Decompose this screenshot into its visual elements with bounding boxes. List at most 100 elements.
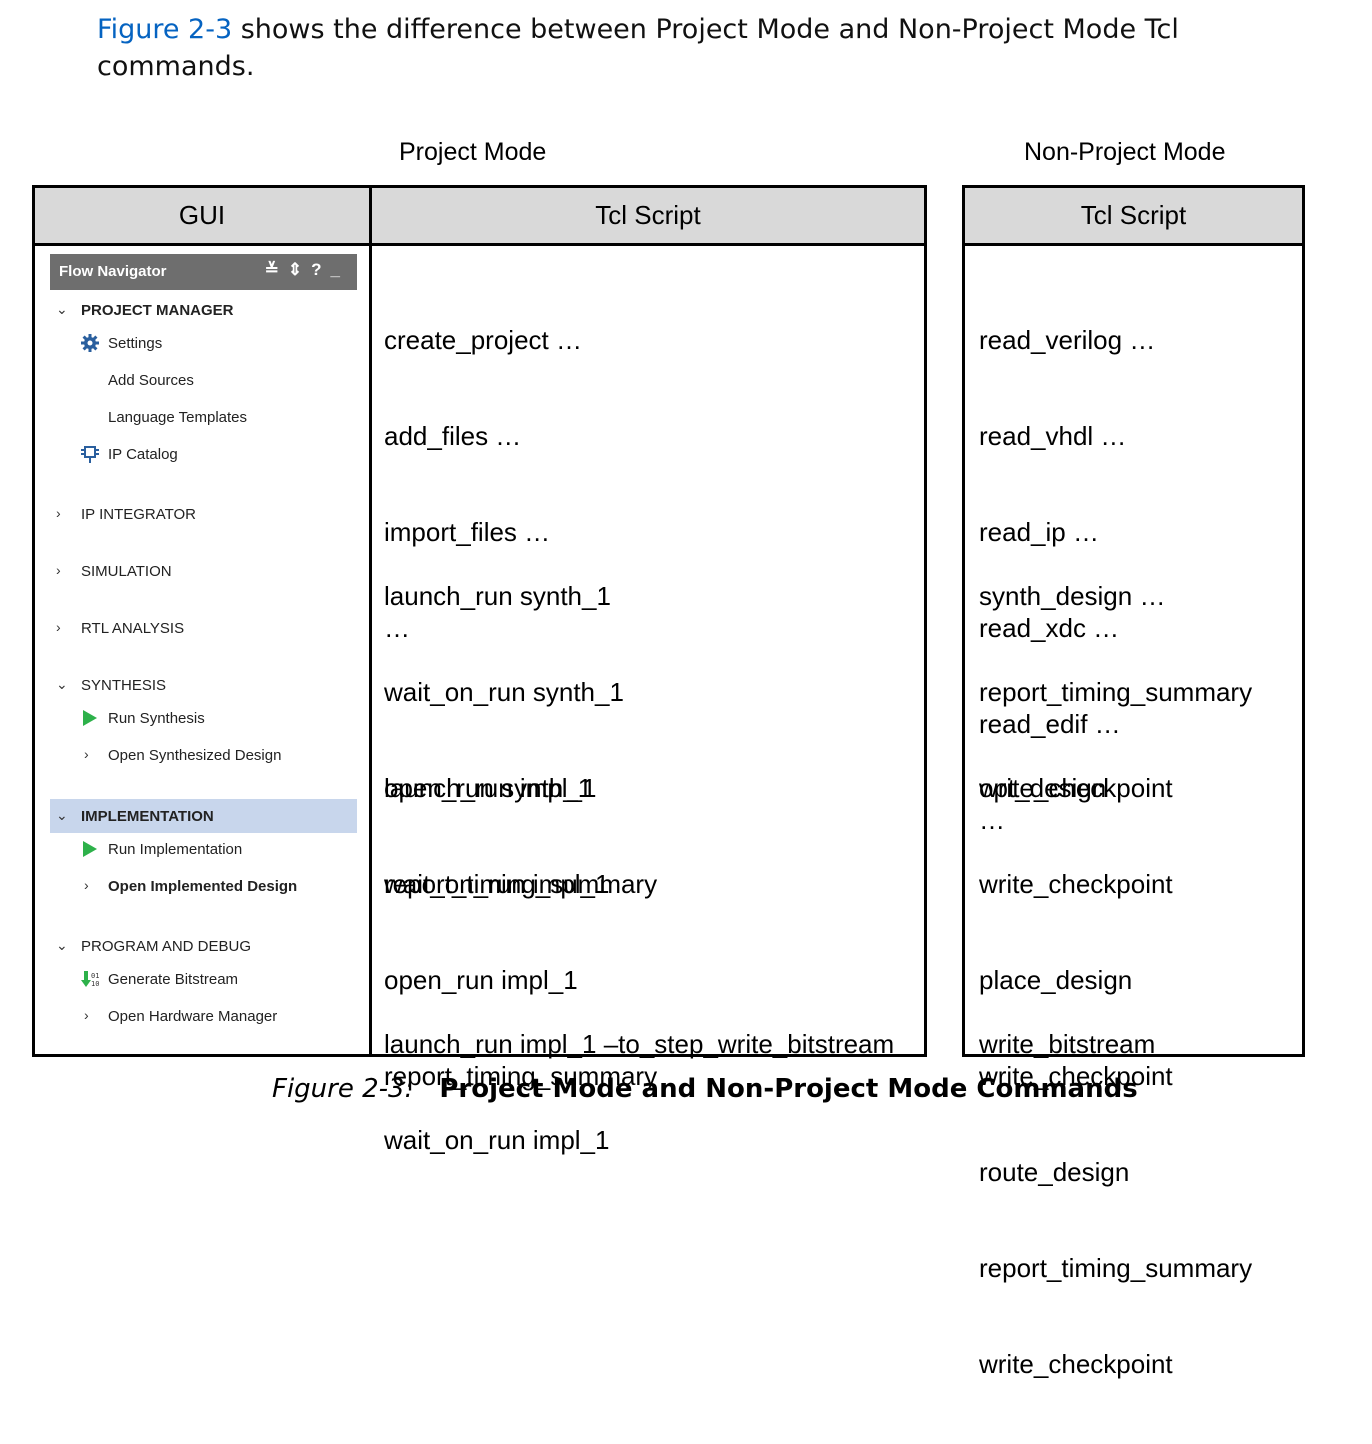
play-icon [83, 710, 97, 726]
nav-item-open-hardware-manager[interactable]: › Open Hardware Manager [50, 999, 357, 1033]
chevron-down-icon: ⌄ [56, 937, 68, 953]
np-tcl-script-header: Tcl Script [965, 188, 1302, 246]
project-tcl-group-3: launch_run impl_1 wait_on_run impl_1 ope… [384, 708, 657, 1156]
intro-text-2: commands. [97, 51, 255, 82]
flow-navigator-titlebar: Flow Navigator ≚⇕?_ [50, 254, 357, 290]
chevron-right-icon: › [56, 562, 61, 578]
tcl-line: add_files … [384, 421, 522, 451]
gui-header: GUI [35, 188, 369, 246]
titlebar-icons: ≚⇕?_ [265, 260, 349, 280]
tcl-line: import_files … [384, 517, 551, 547]
chevron-right-icon: › [56, 505, 61, 521]
chevron-down-icon: ⌄ [56, 301, 68, 317]
section-label: PROGRAM AND DEBUG [81, 938, 252, 955]
nav-item-add-sources[interactable]: Add Sources [50, 363, 357, 397]
nav-item-label: Open Implemented Design [108, 878, 298, 895]
tcl-line: launch_run synth_1 [384, 581, 611, 611]
tcl-line: launch_run impl_1 [384, 773, 597, 803]
project-mode-heading: Project Mode [399, 138, 547, 166]
tcl-line: wait_on_run impl_1 [384, 1125, 610, 1155]
nav-item-label: Add Sources [108, 372, 194, 389]
caption-text: Project Mode and Non-Project Mode Comman… [439, 1074, 1138, 1104]
section-label: IMPLEMENTATION [81, 808, 214, 825]
project-mode-table: GUI Tcl Script Flow Navigator ≚⇕?_ ⌄ PRO… [32, 185, 927, 1155]
chevron-right-icon: › [84, 877, 89, 893]
tcl-line: write_checkpoint [979, 773, 1173, 803]
tcl-line: synth_design … [979, 581, 1166, 611]
tcl-line: write_checkpoint [979, 1061, 1173, 1091]
section-label: SIMULATION [81, 563, 172, 580]
expand-icon[interactable]: ⇕ [287, 260, 312, 279]
tcl-line: report_timing_summary [384, 869, 658, 899]
tcl-line: read_vhdl … [979, 421, 1127, 451]
help-icon[interactable]: ? [311, 260, 331, 279]
collapse-all-icon[interactable]: ≚ [264, 260, 288, 279]
tcl-line: read_xdc … [979, 613, 1120, 643]
non-project-mode-heading: Non-Project Mode [1024, 138, 1226, 166]
nav-item-open-synthesized-design[interactable]: › Open Synthesized Design [50, 738, 357, 772]
nav-item-label: Generate Bitstream [108, 971, 239, 988]
chevron-right-icon: › [56, 619, 61, 635]
column-divider [369, 188, 372, 1054]
section-project-manager[interactable]: ⌄ PROJECT MANAGER [50, 293, 357, 327]
nav-item-label: Run Synthesis [108, 710, 205, 727]
tcl-line: read_edif … [979, 709, 1121, 739]
tcl-line: create_project … [384, 325, 582, 355]
np-tcl-group-1: read_verilog … read_vhdl … read_ip … rea… [979, 260, 1155, 900]
np-tcl-group-4: write_bitstream [979, 964, 1155, 1124]
gear-icon [81, 334, 99, 352]
ip-chip-icon [81, 446, 99, 463]
intro-paragraph: Figure 2-3 shows the difference between … [97, 11, 1297, 85]
nav-item-label: IP Catalog [108, 446, 178, 463]
tcl-line: wait_on_run impl_1 [384, 869, 610, 899]
nav-item-settings[interactable]: Settings [50, 326, 357, 360]
project-tcl-group-1: create_project … add_files … import_file… [384, 260, 582, 708]
tcl-line: open_run impl_1 [384, 965, 578, 995]
tcl-line: … [979, 805, 1005, 835]
section-label: IP INTEGRATOR [81, 506, 197, 523]
section-label: RTL ANALYSIS [81, 620, 185, 637]
play-icon [83, 841, 97, 857]
figure-link[interactable]: Figure 2-3 [97, 14, 233, 45]
nav-item-run-synthesis[interactable]: Run Synthesis [50, 701, 357, 735]
project-tcl-group-2: launch_run synth_1 wait_on_run synth_1 o… [384, 516, 657, 964]
section-simulation[interactable]: › SIMULATION [50, 554, 357, 588]
section-implementation[interactable]: ⌄ IMPLEMENTATION [50, 799, 357, 833]
nav-item-ip-catalog[interactable]: IP Catalog [50, 437, 357, 471]
nav-item-label: Open Synthesized Design [108, 747, 282, 764]
tcl-line: write_checkpoint [979, 869, 1173, 899]
tcl-line: open_run synth_1 [384, 773, 593, 803]
nav-item-label: Open Hardware Manager [108, 1008, 278, 1025]
nav-item-label: Language Templates [108, 409, 247, 426]
tcl-line: wait_on_run synth_1 [384, 677, 624, 707]
chevron-right-icon: › [84, 746, 89, 762]
tcl-script-header: Tcl Script [372, 188, 924, 246]
np-tcl-group-2: synth_design … report_timing_summary wri… [979, 516, 1252, 868]
intro-text-1: shows the difference between Project Mod… [232, 14, 1179, 45]
section-program-and-debug[interactable]: ⌄ PROGRAM AND DEBUG [50, 929, 357, 963]
tcl-line: launch_run impl_1 –to_step_write_bitstre… [384, 1029, 895, 1059]
nav-item-run-implementation[interactable]: Run Implementation [50, 832, 357, 866]
nav-item-label: Run Implementation [108, 841, 243, 858]
svg-text:01: 01 [91, 972, 99, 980]
tcl-line: opt_design [979, 773, 1107, 803]
section-label: SYNTHESIS [81, 677, 167, 694]
tcl-line: read_verilog … [979, 325, 1156, 355]
minimize-icon[interactable]: _ [330, 260, 349, 279]
tcl-line: report_timing_summary [384, 1061, 658, 1091]
chevron-down-icon: ⌄ [56, 676, 68, 692]
section-rtl-analysis[interactable]: › RTL ANALYSIS [50, 611, 357, 645]
chevron-right-icon: › [84, 1007, 89, 1023]
figure-caption: Figure 2-3:Project Mode and Non-Project … [272, 1074, 1138, 1104]
tcl-line: read_ip … [979, 517, 1099, 547]
section-synthesis[interactable]: ⌄ SYNTHESIS [50, 668, 357, 702]
section-ip-integrator[interactable]: › IP INTEGRATOR [50, 497, 357, 531]
nav-item-language-templates[interactable]: Language Templates [50, 400, 357, 434]
tcl-line: route_design [979, 1157, 1130, 1187]
non-project-mode-table: Tcl Script read_verilog … read_vhdl … re… [962, 185, 1305, 1379]
tcl-line: report_timing_summary [979, 1253, 1253, 1283]
nav-item-open-implemented-design[interactable]: › Open Implemented Design [50, 869, 357, 903]
tcl-line: write_checkpoint [979, 1349, 1173, 1379]
